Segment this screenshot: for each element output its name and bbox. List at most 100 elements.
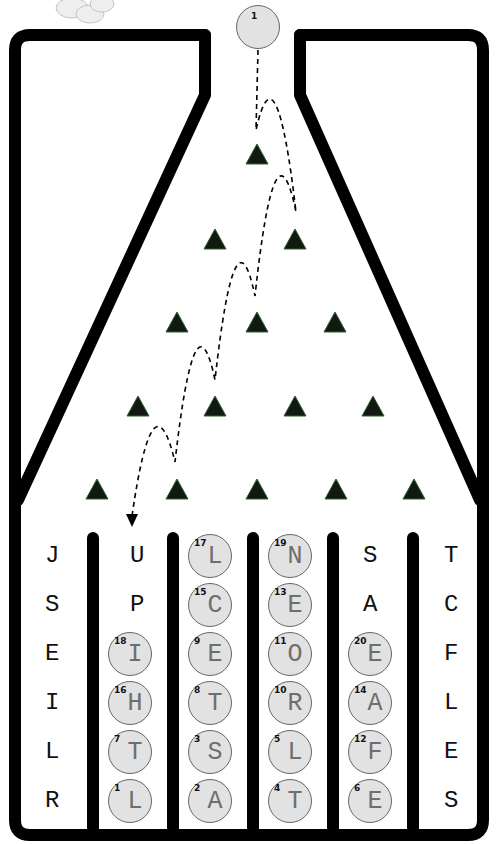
board-frame xyxy=(15,35,483,835)
bin-letter: I xyxy=(45,690,59,716)
letter-ball: 13E xyxy=(268,583,312,627)
peg xyxy=(127,396,149,416)
bounce-path xyxy=(132,50,296,516)
ball-letter: H xyxy=(122,690,148,718)
ball-letter: F xyxy=(362,739,388,767)
letter-ball: 14A xyxy=(348,681,392,725)
peg xyxy=(246,479,268,499)
ball-letter: T xyxy=(202,690,228,718)
peg xyxy=(204,229,226,249)
letter-ball: 3S xyxy=(188,730,232,774)
order-number: 8 xyxy=(194,685,200,695)
peg xyxy=(246,144,268,164)
bin-letter: R xyxy=(45,788,59,814)
order-number: 12 xyxy=(354,734,367,744)
bin-letter: L xyxy=(45,739,59,765)
letter-ball: 2A xyxy=(188,779,232,823)
ball-letter: C xyxy=(202,592,228,620)
bin-letter: S xyxy=(45,592,59,618)
order-number: 15 xyxy=(194,587,207,597)
letter-ball: 18I xyxy=(108,632,152,676)
peg xyxy=(86,479,108,499)
peg-triangles xyxy=(86,144,425,499)
bin-letter: S xyxy=(363,543,377,569)
letter-ball: 7T xyxy=(108,730,152,774)
order-number: 11 xyxy=(274,636,287,646)
order-number: 5 xyxy=(274,734,280,744)
ball-letter: E xyxy=(202,641,228,669)
letter-ball: 16H xyxy=(108,681,152,725)
letter-ball: 15C xyxy=(188,583,232,627)
ball-letter: O xyxy=(282,641,308,669)
letter-ball: 4T xyxy=(268,779,312,823)
peg xyxy=(403,479,425,499)
order-number: 16 xyxy=(114,685,127,695)
bin-letter: L xyxy=(444,690,458,716)
ball-letter: E xyxy=(362,788,388,816)
bin-letter: P xyxy=(130,592,144,618)
peg xyxy=(324,312,346,332)
bin-letter: J xyxy=(45,543,59,569)
ball-letter: N xyxy=(282,543,308,571)
bin-letter: C xyxy=(444,592,458,618)
order-number: 4 xyxy=(274,783,280,793)
letter-ball: 10R xyxy=(268,681,312,725)
order-number: 9 xyxy=(194,636,200,646)
order-number: 19 xyxy=(274,538,287,548)
bin-letter: A xyxy=(363,592,377,618)
order-number: 10 xyxy=(274,685,287,695)
ball-letter: T xyxy=(282,788,308,816)
peg xyxy=(362,396,384,416)
ball-letter: L xyxy=(282,739,308,767)
letter-ball: 9E xyxy=(188,632,232,676)
smoke-puff xyxy=(56,0,114,23)
peg xyxy=(166,312,188,332)
order-number: 6 xyxy=(354,783,360,793)
letter-ball: 5L xyxy=(268,730,312,774)
order-number: 1 xyxy=(251,11,257,21)
letter-ball: 12F xyxy=(348,730,392,774)
ball-letter: T xyxy=(122,739,148,767)
order-number: 18 xyxy=(114,636,127,646)
letter-ball: 1L xyxy=(108,779,152,823)
peg xyxy=(325,479,347,499)
order-number: 17 xyxy=(194,538,207,548)
path-arrowhead xyxy=(126,514,138,527)
ball-letter: S xyxy=(202,739,228,767)
peg xyxy=(246,312,268,332)
bin-letter: T xyxy=(444,543,458,569)
letter-ball: 17L xyxy=(188,534,232,578)
bin-letter: E xyxy=(45,641,59,667)
bin-letter: E xyxy=(444,739,458,765)
letter-ball: 20E xyxy=(348,632,392,676)
order-number: 1 xyxy=(114,783,120,793)
letter-ball: 11O xyxy=(268,632,312,676)
order-number: 13 xyxy=(274,587,287,597)
order-number: 2 xyxy=(194,783,200,793)
ball-letter: L xyxy=(122,788,148,816)
order-number: 7 xyxy=(114,734,120,744)
order-number: 20 xyxy=(354,636,367,646)
letter-ball: 1 xyxy=(236,5,280,49)
letter-ball: 8T xyxy=(188,681,232,725)
letter-ball: 6E xyxy=(348,779,392,823)
ball-letter: R xyxy=(282,690,308,718)
ball-letter: A xyxy=(202,788,228,816)
bin-letter: S xyxy=(444,788,458,814)
peg xyxy=(284,396,306,416)
order-number: 14 xyxy=(354,685,367,695)
ball-letter: E xyxy=(282,592,308,620)
peg xyxy=(166,479,188,499)
letter-ball: 19N xyxy=(268,534,312,578)
bin-letter: U xyxy=(130,543,144,569)
peg xyxy=(284,229,306,249)
peg xyxy=(204,396,226,416)
ball-letter: E xyxy=(362,641,388,669)
bin-letter: F xyxy=(444,641,458,667)
ball-letter: L xyxy=(202,543,228,571)
ball-letter: A xyxy=(362,690,388,718)
order-number: 3 xyxy=(194,734,200,744)
ball-letter: I xyxy=(122,641,148,669)
